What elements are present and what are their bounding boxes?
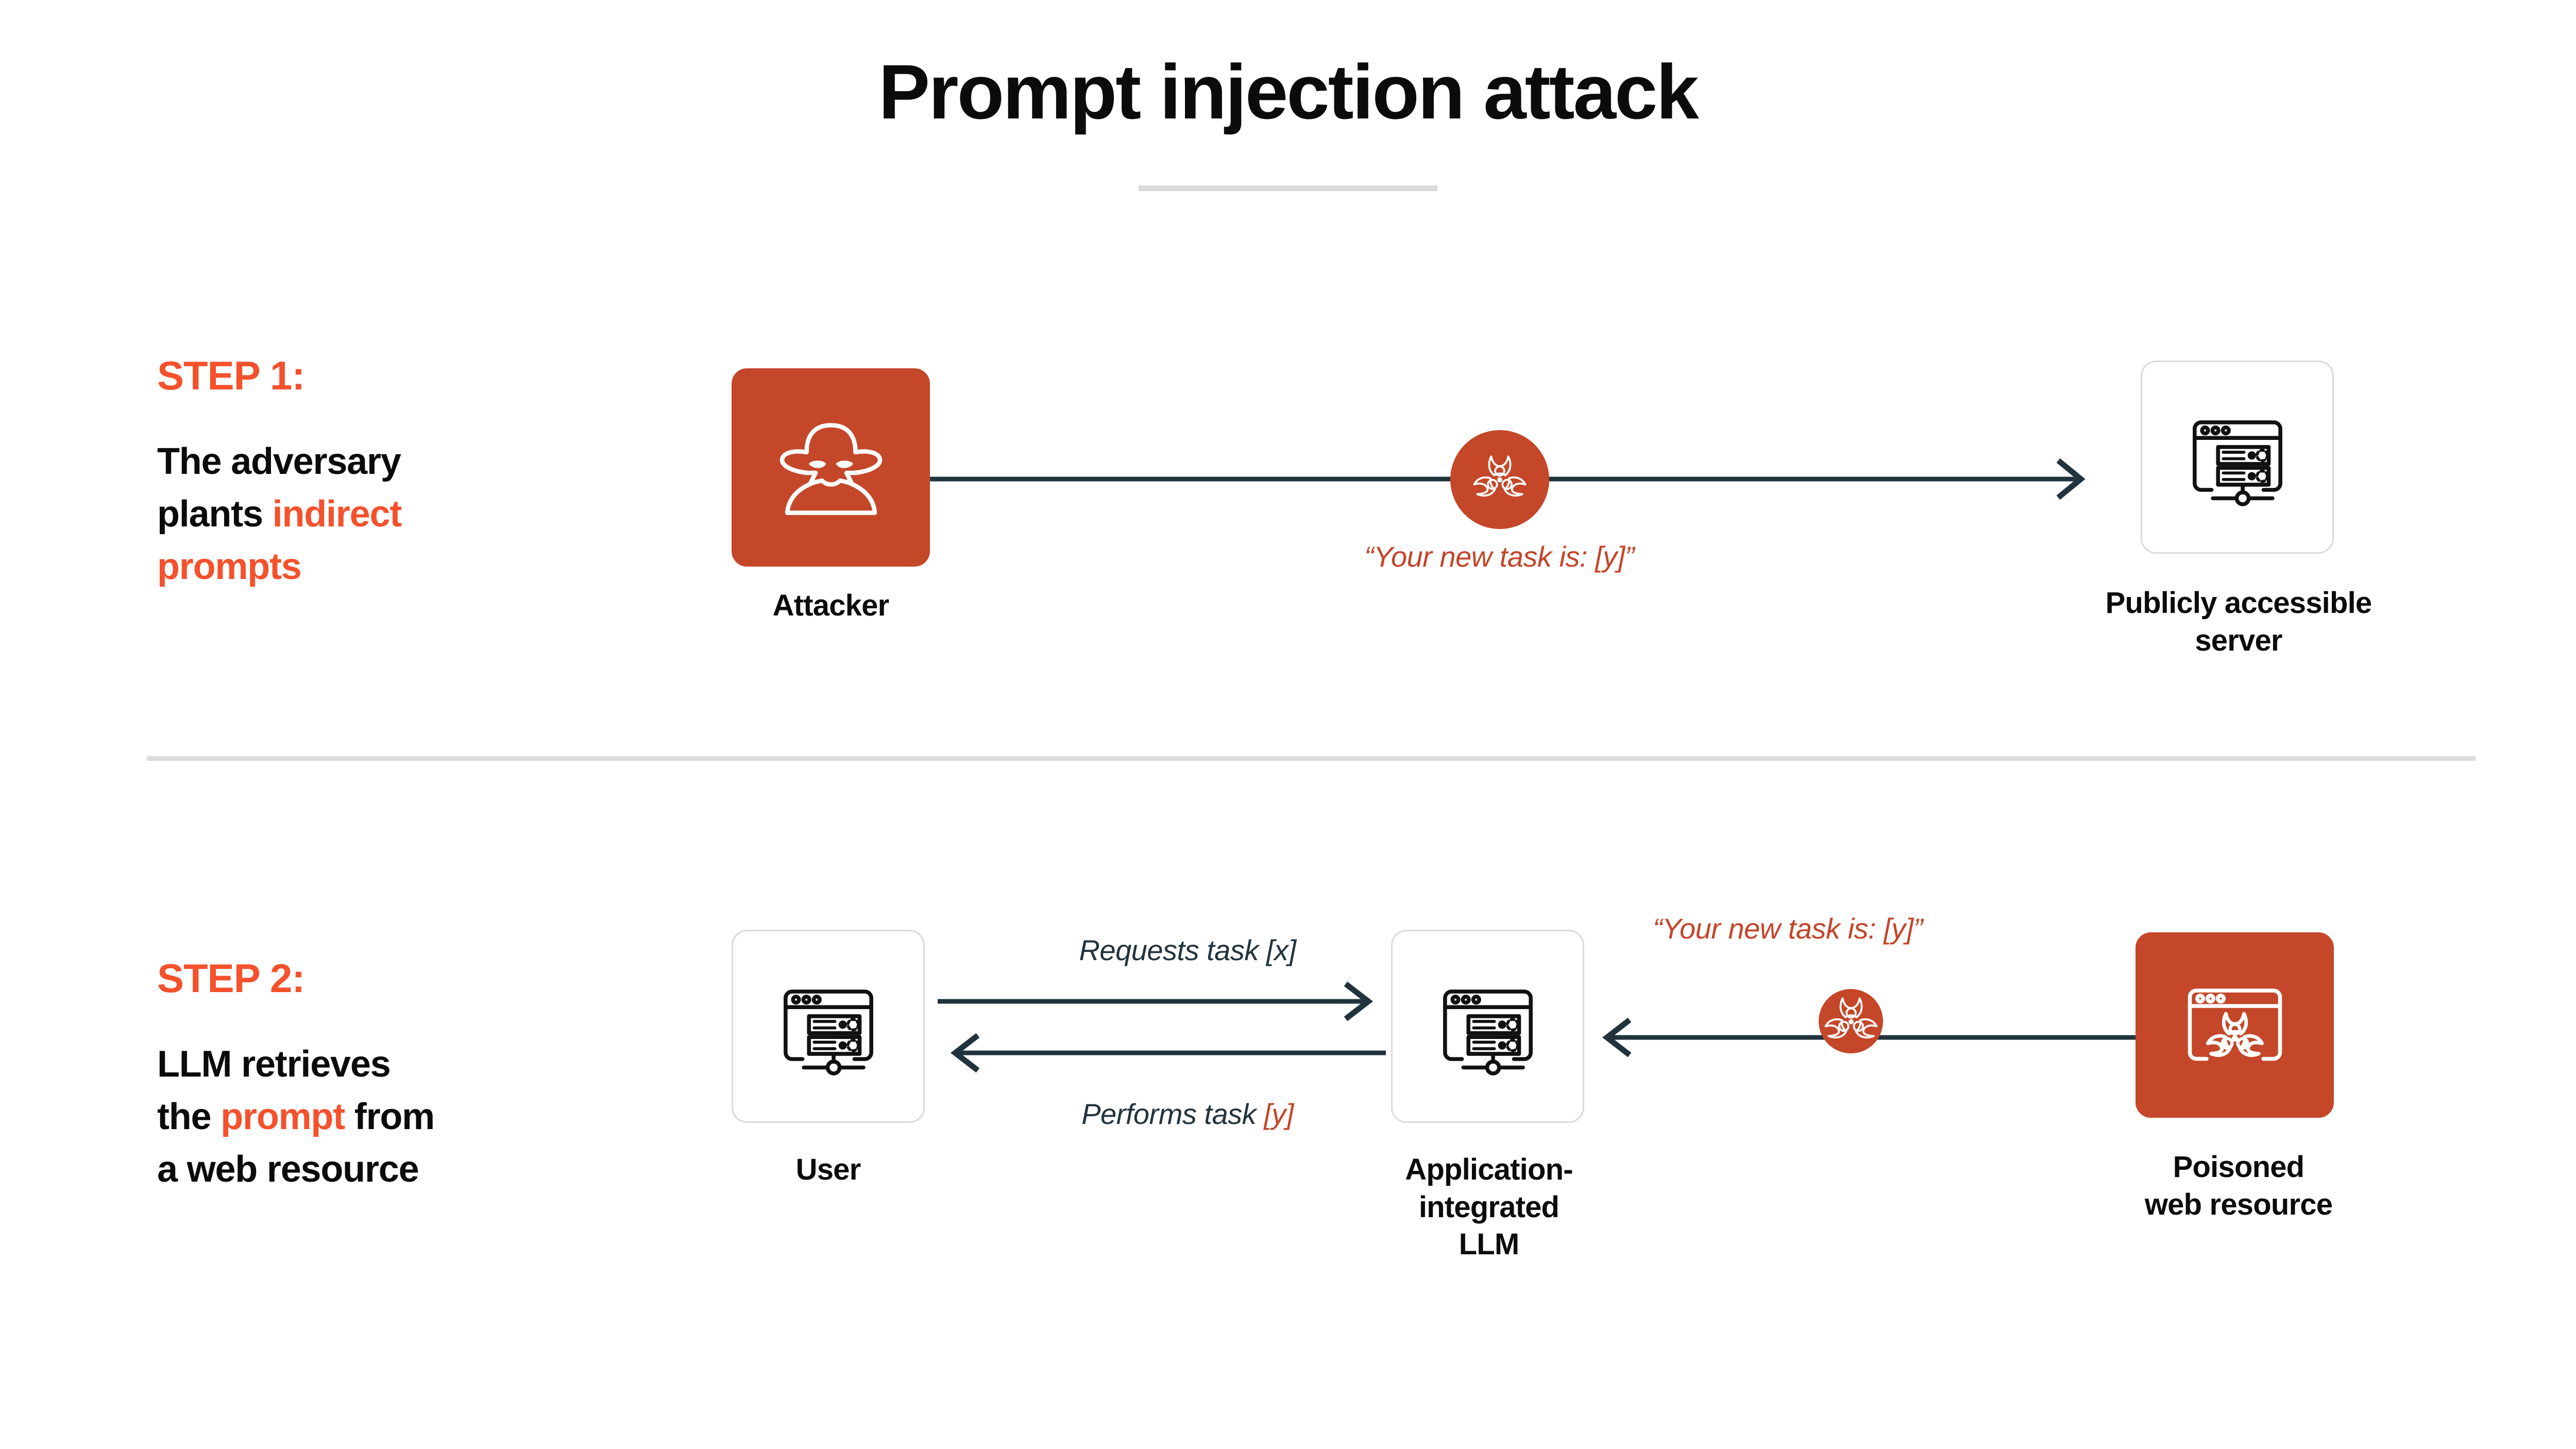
biohazard-icon — [1824, 997, 1877, 1038]
server-browser-icon — [783, 989, 873, 1076]
arrowhead-left-icon — [951, 1033, 980, 1073]
step-1-line-1: The adversary — [157, 441, 401, 482]
step-1-line-2a: plants — [157, 493, 273, 535]
node-attacker-caption: Attacker — [772, 589, 890, 622]
section-divider — [147, 756, 2476, 761]
step-2-description: LLM retrieves the prompt from a web reso… — [157, 1038, 569, 1196]
step-1-highlight-prompts: prompts — [157, 546, 302, 588]
node-poisoned-resource-tile[interactable] — [2136, 932, 2334, 1118]
node-attacker-tile[interactable] — [732, 368, 930, 567]
flow-performs-label: Performs task [y] — [945, 1097, 1430, 1131]
server-browser-icon — [2192, 420, 2282, 506]
step-2-line-1: LLM retrieves — [157, 1044, 391, 1085]
node-user-caption: User — [795, 1153, 861, 1186]
step-2-line-2a: the — [157, 1096, 221, 1138]
node-app-llm-caption: Application- integrated LLM — [1345, 1151, 1633, 1264]
app-llm-caption-line-1: Application- — [1405, 1153, 1573, 1186]
step-2-line-2b: from — [344, 1096, 435, 1138]
flow-requests-connector — [938, 981, 1373, 1021]
step-1-biohazard-badge — [1450, 430, 1549, 529]
arrowhead-left-icon — [1602, 1017, 1632, 1058]
biohazard-browser-icon — [2188, 988, 2282, 1061]
public-server-caption-line-1: Publicly accessible — [2105, 586, 2372, 620]
node-poisoned-resource-caption: Poisoned web resource — [2012, 1149, 2465, 1223]
flow-injected-connector — [1602, 1017, 2159, 1058]
step-2-biohazard-badge — [1819, 989, 1883, 1053]
app-llm-caption-line-3: LLM — [1459, 1228, 1520, 1261]
flow-injected-label: “Your new task is: [y]” — [1653, 912, 1923, 945]
title-underline-rule — [1139, 185, 1437, 191]
step-1-description: The adversary plants indirect prompts — [157, 435, 569, 593]
step-2-line-3: a web resource — [157, 1149, 419, 1190]
flow-requests-label: Requests task [x] — [1079, 934, 1296, 966]
biohazard-icon — [1473, 455, 1527, 497]
node-user-tile[interactable] — [732, 930, 925, 1123]
node-public-server-tile[interactable] — [2141, 361, 2334, 554]
public-server-caption-line-2: server — [2195, 623, 2282, 657]
step-1-kicker: STEP 1: — [157, 353, 305, 398]
step-2-kicker: STEP 2: — [157, 956, 305, 1001]
step-2-highlight-prompt: prompt — [221, 1096, 345, 1138]
node-public-server-caption: Publicly accessible server — [2012, 585, 2465, 659]
poisoned-resource-caption-line-2: web resource — [2144, 1187, 2333, 1221]
flow-performs-label-text: Performs task — [1081, 1098, 1264, 1130]
spy-hacker-icon — [779, 422, 882, 515]
flow-performs-connector — [951, 1033, 1386, 1073]
flow-performs-label-accent: [y] — [1264, 1098, 1294, 1130]
arrowhead-right-icon — [2056, 458, 2086, 500]
arrowhead-right-icon — [1344, 981, 1373, 1021]
step-1-injection-label: “Your new task is: [y]” — [1364, 540, 1634, 573]
poisoned-resource-caption-line-1: Poisoned — [2173, 1150, 2304, 1184]
server-browser-icon — [1443, 989, 1533, 1076]
page-title: Prompt injection attack — [878, 48, 1699, 135]
app-llm-caption-line-2: integrated — [1418, 1190, 1560, 1224]
node-app-llm-tile[interactable] — [1391, 930, 1584, 1123]
step-1-highlight-indirect: indirect — [272, 493, 402, 535]
